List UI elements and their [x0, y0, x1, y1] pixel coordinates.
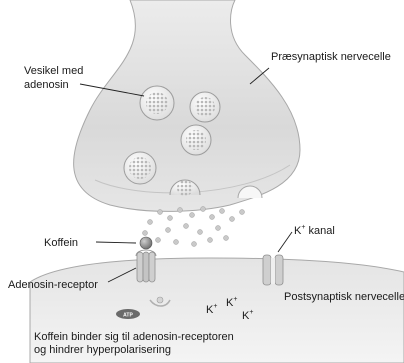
k-channel-label: K+ kanal	[294, 224, 335, 237]
vesicle-label-line1: Vesikel med	[24, 65, 83, 77]
postsynaptic-label: Postsynaptisk nervecelle	[284, 291, 404, 303]
vesicle-label-line2: adenosin	[24, 79, 69, 91]
caffeine-label: Koffein	[44, 237, 78, 249]
caption-line1: Koffein binder sig til adenosin-receptor…	[34, 331, 234, 343]
vesicle	[181, 125, 211, 155]
k-channel	[263, 255, 283, 285]
vesicle	[140, 86, 174, 120]
vesicle	[124, 152, 156, 184]
presynaptic-label: Præsynaptisk nervecelle	[271, 51, 391, 63]
vesicle	[190, 92, 220, 122]
caption-line2: og hindrer hyperpolarisering	[34, 344, 171, 356]
adenosine-receptor	[136, 250, 156, 282]
atp-molecule: ATP	[116, 309, 140, 319]
adenosine-receptor-label: Adenosin-receptor	[8, 279, 98, 291]
adenosine-molecules	[143, 207, 245, 247]
atp-label: ATP	[123, 313, 133, 319]
caffeine-molecule	[140, 237, 152, 249]
